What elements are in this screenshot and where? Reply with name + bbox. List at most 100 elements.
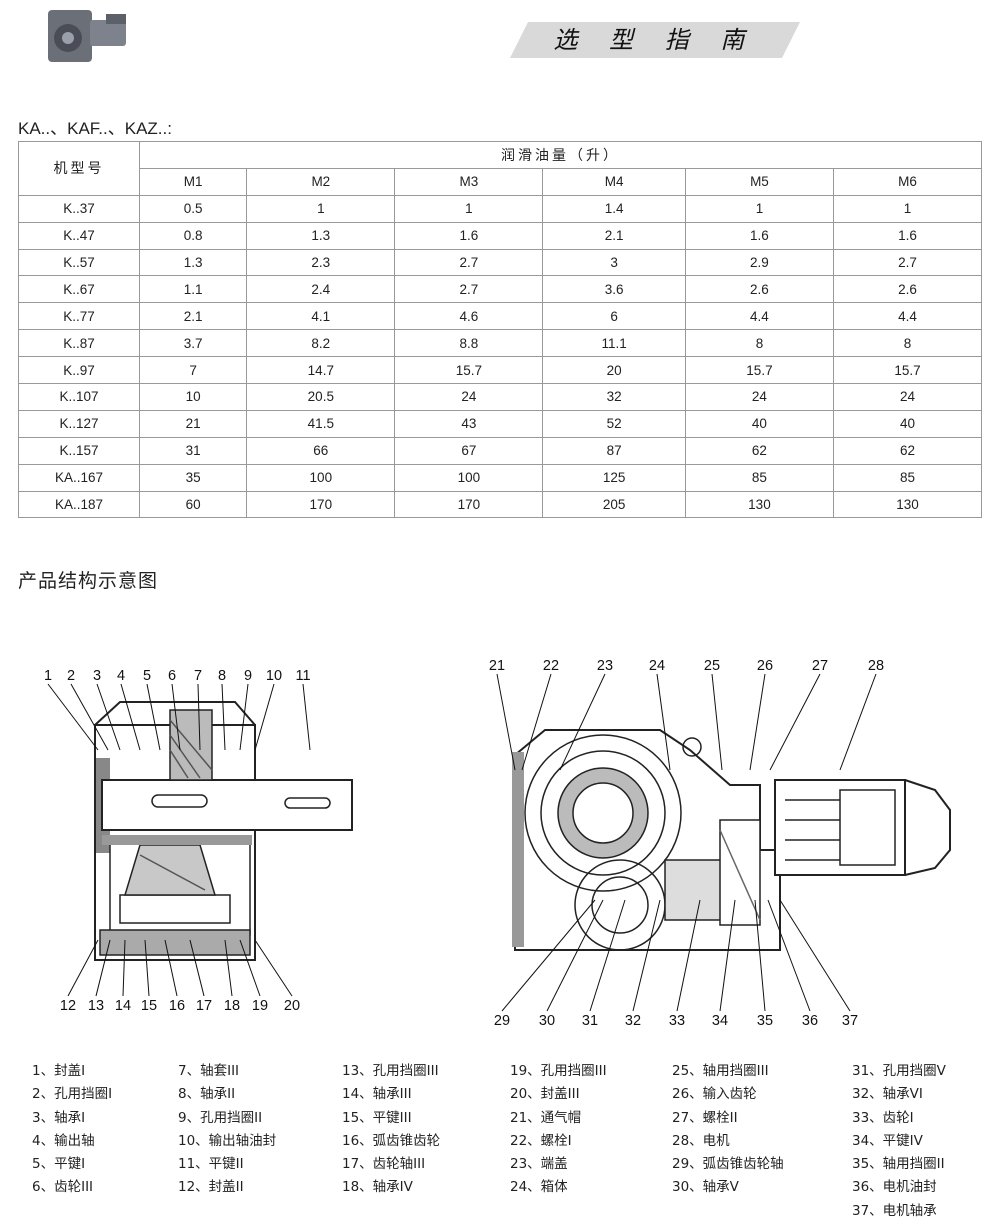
leader-line bbox=[711, 673, 723, 771]
oil-volume-cell: 0.5 bbox=[138, 194, 248, 223]
section-title: 产品结构示意图 bbox=[18, 570, 159, 592]
oil-volume-cell: 40 bbox=[684, 409, 834, 438]
part-number: 2 bbox=[67, 668, 75, 684]
part-number: 1 bbox=[44, 668, 52, 684]
oil-volume-cell: 24 bbox=[394, 383, 544, 411]
part-number: 35 bbox=[757, 1013, 773, 1029]
oil-volume-cell: 170 bbox=[394, 490, 544, 519]
column-header-row: M1 M2 M3 M4 M5 M6 bbox=[19, 167, 983, 196]
oil-volume-cell: 11.1 bbox=[542, 329, 686, 358]
part-number: 19 bbox=[252, 998, 268, 1014]
oil-volume-cell: 2.6 bbox=[832, 275, 983, 304]
oil-volume-cell: 3.6 bbox=[542, 275, 686, 304]
legend-item: 37、电机轴承 bbox=[852, 1202, 937, 1219]
oil-volume-cell: 8.8 bbox=[394, 329, 544, 358]
legend-item: 29、弧齿锥齿轮轴 bbox=[672, 1156, 784, 1173]
oil-volume-cell: 4.1 bbox=[246, 302, 396, 331]
leader-line bbox=[239, 683, 249, 751]
leader-line bbox=[224, 939, 233, 997]
oil-volume-cell: 85 bbox=[832, 463, 983, 492]
oil-volume-cell: 205 bbox=[542, 490, 686, 519]
column-header: M1 bbox=[138, 167, 248, 196]
part-number: 15 bbox=[141, 998, 157, 1014]
part-number: 25 bbox=[704, 658, 720, 674]
legend-item: 6、齿轮III bbox=[32, 1179, 94, 1196]
part-number: 31 bbox=[582, 1013, 598, 1029]
leader-line bbox=[122, 939, 126, 997]
oil-volume-cell: 2.7 bbox=[832, 248, 983, 277]
part-number: 33 bbox=[669, 1013, 685, 1029]
legend-item: 21、通气帽 bbox=[510, 1109, 582, 1126]
part-number: 5 bbox=[143, 668, 151, 684]
legend-item: 7、轴套III bbox=[178, 1063, 240, 1079]
oil-volume-cell: 100 bbox=[394, 463, 544, 492]
legend-item: 36、电机油封 bbox=[852, 1179, 937, 1196]
oil-volume-cell: 170 bbox=[246, 490, 396, 519]
part-number: 17 bbox=[196, 998, 212, 1014]
part-number: 6 bbox=[168, 668, 176, 684]
legend-item: 24、箱体 bbox=[510, 1179, 568, 1196]
leader-line bbox=[546, 899, 604, 1012]
leader-line bbox=[254, 939, 293, 997]
oil-volume-cell: 125 bbox=[542, 463, 686, 492]
oil-volume-cell: 8 bbox=[684, 329, 834, 358]
part-number: 18 bbox=[224, 998, 240, 1014]
legend-item: 19、孔用挡圈III bbox=[510, 1063, 607, 1079]
legend-item: 3、轴承I bbox=[32, 1109, 86, 1126]
model-cell: K..77 bbox=[18, 302, 140, 331]
oil-volume-cell: 130 bbox=[832, 490, 983, 519]
oil-volume-cell: 0.8 bbox=[138, 221, 248, 250]
oil-volume-cell: 4.4 bbox=[684, 302, 834, 331]
oil-volume-cell: 1.6 bbox=[684, 221, 834, 250]
oil-volume-cell: 21 bbox=[138, 409, 248, 438]
part-number: 8 bbox=[218, 668, 226, 684]
model-cell: K..107 bbox=[18, 383, 140, 411]
oil-volume-cell: 1.6 bbox=[832, 221, 983, 250]
oil-volume-cell: 41.5 bbox=[246, 409, 396, 438]
oil-volume-cell: 35 bbox=[138, 463, 248, 492]
oil-volume-cell: 10 bbox=[138, 383, 248, 411]
oil-volume-cell: 7 bbox=[138, 356, 248, 385]
oil-volume-cell: 2.3 bbox=[246, 248, 396, 277]
oil-volume-cell: 2.9 bbox=[684, 248, 834, 277]
oil-volume-cell: 1.3 bbox=[246, 221, 396, 250]
leader-line bbox=[96, 683, 121, 751]
part-number: 16 bbox=[169, 998, 185, 1014]
leader-line bbox=[754, 899, 766, 1012]
legend-item: 35、轴用挡圈II bbox=[852, 1156, 945, 1173]
model-cell: K..127 bbox=[18, 409, 140, 438]
model-cell: K..97 bbox=[18, 356, 140, 385]
leader-line bbox=[70, 683, 109, 751]
legend-item: 25、轴用挡圈III bbox=[672, 1063, 769, 1079]
legend-item: 8、轴承II bbox=[178, 1086, 236, 1103]
oil-volume-cell: 2.4 bbox=[246, 275, 396, 304]
leader-line bbox=[839, 673, 877, 771]
table-title: KA..、KAF..、KAZ..: bbox=[18, 119, 172, 138]
part-number: 37 bbox=[842, 1013, 858, 1029]
oil-volume-cell: 2.1 bbox=[138, 302, 248, 331]
legend-item: 18、轴承IV bbox=[342, 1179, 413, 1196]
oil-volume-cell: 52 bbox=[542, 409, 686, 438]
leader-line bbox=[171, 683, 181, 751]
part-number: 28 bbox=[868, 658, 884, 674]
gearbox-product-image bbox=[48, 10, 126, 62]
leader-line bbox=[239, 939, 261, 997]
oil-volume-cell: 1 bbox=[684, 194, 834, 223]
oil-volume-cell: 130 bbox=[684, 490, 834, 519]
legend-item: 14、轴承III bbox=[342, 1086, 412, 1103]
oil-volume-cell: 100 bbox=[246, 463, 396, 492]
oil-volume-cell: 31 bbox=[138, 436, 248, 465]
oil-volume-cell: 67 bbox=[394, 436, 544, 465]
legend-item: 1、封盖I bbox=[32, 1063, 86, 1079]
legend-item: 16、弧齿锥齿轮 bbox=[342, 1132, 441, 1149]
part-number: 12 bbox=[60, 998, 76, 1014]
oil-volume-cell: 3.7 bbox=[138, 329, 248, 358]
leader-line bbox=[767, 899, 811, 1012]
column-header: M5 bbox=[684, 167, 834, 196]
legend-item: 17、齿轮轴III bbox=[342, 1156, 426, 1173]
model-cell: K..47 bbox=[18, 221, 140, 250]
